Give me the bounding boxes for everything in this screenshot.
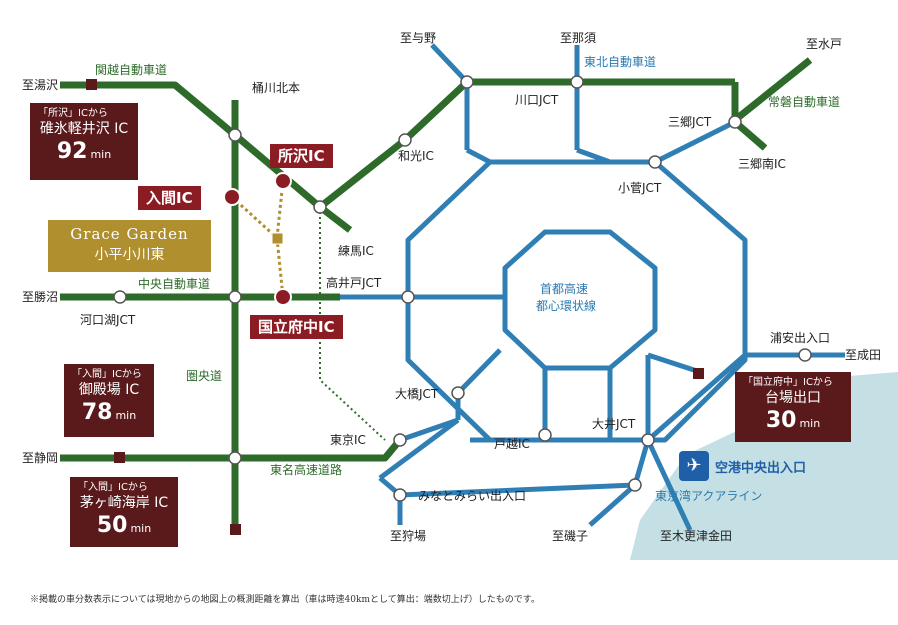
iruma-ic-label: 入間IC [138, 186, 201, 210]
kawaguchi-label: 川口JCT [515, 93, 559, 107]
kanetsu-label: 関越自動車道 [95, 63, 167, 77]
minatomirai-label: みなとみらい出入口 [418, 489, 526, 503]
callout-unit: min [90, 148, 112, 161]
site-name-ja: 小平小川東 [94, 247, 165, 263]
kenodo-label: 圏央道 [186, 369, 222, 383]
ic-markers [223, 172, 292, 306]
callout-minutes: 50 [96, 513, 128, 538]
to-mito-label: 至水戸 [806, 37, 842, 51]
site-marker [271, 232, 284, 245]
site-name-en: Grace Garden [70, 225, 189, 243]
misato-minami-label: 三郷南IC [738, 156, 786, 171]
aqualine-label: 東京湾アクアライン [655, 488, 762, 503]
callout-from: 「所沢」ICから [38, 108, 108, 119]
okegawa-label: 桶川北本 [252, 80, 300, 95]
callout-unit: min [799, 417, 821, 430]
local-road-dotted [319, 207, 386, 441]
kawaguchiko-label: 河口湖JCT [80, 312, 136, 327]
urayasu-label: 浦安出入口 [770, 330, 830, 345]
togoshi-label: 戸越IC [494, 437, 530, 451]
shuto-loop-label: 都心環状線 [536, 298, 596, 313]
joban-label: 常磐自動車道 [768, 95, 840, 109]
footnote: ※掲載の車分数表示については現地からの地図上の概測距離を算出（車は時速40kmと… [30, 595, 540, 605]
callout-from: 「入間」ICから [78, 482, 148, 493]
site-label: Grace Garden 小平小川東 [48, 220, 211, 272]
tomei-label: 東名高速道路 [270, 462, 342, 477]
destination-squares [86, 79, 704, 535]
ohashi-label: 大橋JCT [395, 387, 439, 401]
takaido-label: 高井戸JCT [326, 275, 382, 290]
to-nasu-label: 至那須 [560, 31, 596, 45]
callout-minutes: 78 [81, 400, 113, 425]
oi-label: 大井JCT [592, 417, 636, 431]
callout-unit: min [115, 409, 137, 422]
callout-dest: 台場出口 [765, 390, 821, 406]
kunitachifuchu-ic-label: 国立府中IC [250, 315, 343, 339]
callout-unit: min [130, 522, 152, 535]
misato-label: 三郷JCT [668, 115, 712, 129]
shuto-network [340, 43, 845, 532]
nerima-label: 練馬IC [338, 244, 374, 258]
callout-from: 「入間」ICから [72, 369, 142, 380]
callout-dest: 茅ヶ崎海岸 IC [79, 495, 169, 511]
to-narita-label: 至成田 [845, 348, 881, 362]
callout-dest: 碓氷軽井沢 IC [39, 121, 129, 137]
callout-from: 「国立府中」ICから [743, 377, 833, 388]
callout-dest: 御殿場 IC [78, 382, 140, 398]
to-yuzawa-label: 至湯沢 [22, 78, 58, 92]
callout-minutes: 30 [765, 408, 797, 433]
tokyo-ic-label: 東京IC [330, 433, 366, 447]
to-isogo-label: 至磯子 [552, 529, 588, 543]
to-shizuoka-label: 至静岡 [22, 451, 58, 465]
tokorozawa-ic-label: 所沢IC [270, 144, 333, 168]
tohoku-label: 東北自動車道 [584, 55, 656, 69]
callout-minutes: 92 [56, 139, 88, 164]
kosuge-label: 小菅JCT [618, 181, 662, 195]
to-katsunuma-label: 至勝沼 [22, 289, 58, 304]
airplane-icon: ✈ [679, 451, 709, 481]
airport-label: 空港中央出入口 [715, 460, 807, 476]
to-kisarazu-label: 至木更津金田 [660, 528, 732, 543]
airport-entrance: ✈ 空港中央出入口 [679, 451, 806, 481]
to-karibazaka-label: 至狩場 [390, 528, 426, 543]
chuo-label: 中央自動車道 [138, 276, 210, 291]
shuto-label: 首都高速 [540, 281, 588, 296]
wako-label: 和光IC [398, 149, 434, 163]
to-yono-label: 至与野 [400, 31, 436, 45]
site-access-dotted [230, 180, 285, 298]
junction-nodes [113, 75, 812, 502]
